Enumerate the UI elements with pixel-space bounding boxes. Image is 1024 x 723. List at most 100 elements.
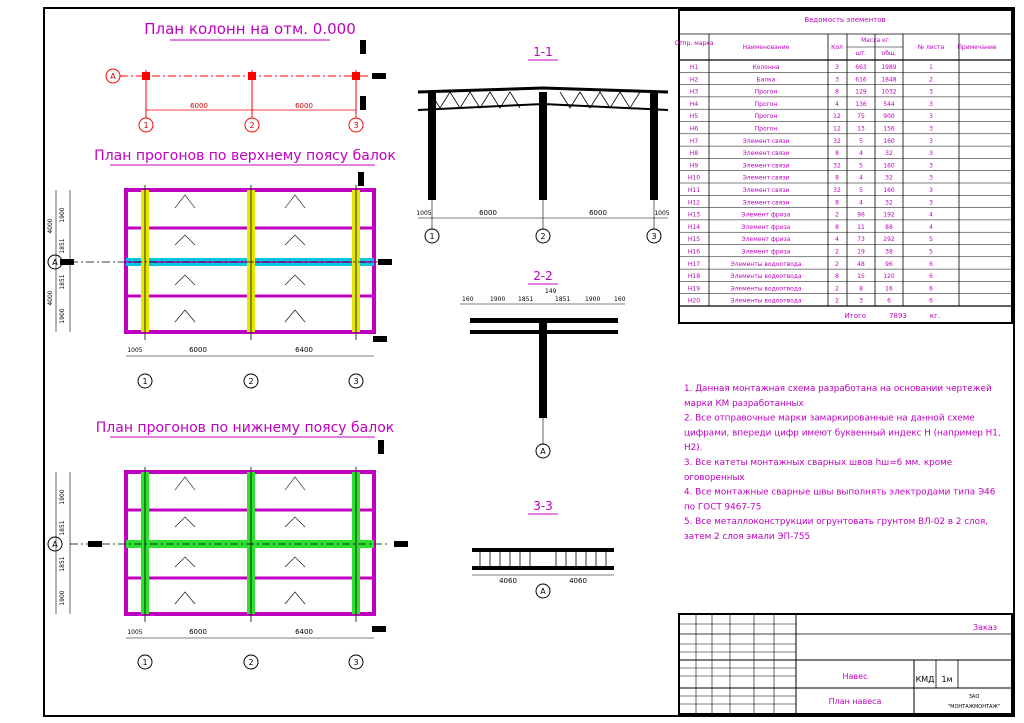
cell-total: 160 bbox=[883, 162, 895, 169]
dim-4060: 4060 bbox=[499, 577, 517, 585]
cell-sheet: 3 bbox=[929, 138, 933, 145]
cell-total: 32 bbox=[885, 150, 893, 157]
note-line: цифрами, впереди цифр имеют буквенный ин… bbox=[684, 428, 1001, 438]
dim-1900: 1900 bbox=[490, 296, 505, 303]
plan-upper-title: План прогонов по верхнему поясу балок bbox=[94, 148, 396, 164]
cell-qty: 2 bbox=[835, 249, 839, 256]
cell-qty: 8 bbox=[835, 150, 839, 157]
axis-2-label: 2 bbox=[540, 232, 545, 241]
cell-sheet: 3 bbox=[929, 162, 933, 169]
dim-1900: 1900 bbox=[59, 308, 66, 323]
table-title: Ведомость элементов bbox=[804, 16, 885, 24]
cell-unit: 4 bbox=[859, 150, 863, 157]
cell-unit: 11 bbox=[857, 224, 865, 231]
cell-qty: 8 bbox=[835, 89, 839, 96]
cell-unit: 19 bbox=[857, 249, 865, 256]
cell-unit: 5 bbox=[859, 162, 863, 169]
cell-total: 160 bbox=[883, 138, 895, 145]
cell-name: Элемент связи bbox=[743, 199, 790, 206]
note-line: 1. Данная монтажная схема разработана на… bbox=[684, 384, 992, 394]
cell-total: 292 bbox=[883, 236, 895, 243]
section-11-title: 1-1 bbox=[533, 45, 553, 59]
dim-6000: 6000 bbox=[589, 209, 607, 217]
section-1-1: 1-1 6000 6000 1005 1005 1 2 3 bbox=[416, 45, 670, 244]
cell-mark: Н1 bbox=[690, 64, 699, 71]
title-block: Заказ Навес План навеса КМД 1м ЗАО "МОНТ… bbox=[678, 613, 1013, 715]
cell-qty: 12 bbox=[833, 113, 841, 120]
cell-sheet: 6 bbox=[929, 261, 933, 268]
cell-name: Элементы водоотвода bbox=[730, 285, 802, 292]
cell-qty: 2 bbox=[835, 298, 839, 305]
dim-149: 149 bbox=[545, 288, 557, 295]
cell-qty: 4 bbox=[835, 101, 839, 108]
cell-qty: 8 bbox=[835, 199, 839, 206]
cell-total: 156 bbox=[883, 126, 895, 133]
axis-a-label: A bbox=[52, 540, 58, 549]
cell-name: Элемент связи bbox=[743, 187, 790, 194]
cell-total: 900 bbox=[883, 113, 895, 120]
cell-total: 32 bbox=[885, 199, 893, 206]
cell-sheet: 5 bbox=[929, 236, 933, 243]
cell-qty: 12 bbox=[833, 126, 841, 133]
stamp-object: Навес bbox=[843, 672, 868, 681]
dim-6400: 6400 bbox=[295, 628, 313, 636]
dim-1005: 1005 bbox=[127, 629, 142, 636]
dim-6000: 6000 bbox=[295, 102, 313, 110]
axis-a-label: A bbox=[52, 258, 58, 267]
cell-total: 6 bbox=[887, 298, 891, 305]
cell-name: Элемент фриза bbox=[742, 236, 791, 243]
cell-unit: 8 bbox=[859, 285, 863, 292]
axis-a-label: A bbox=[110, 72, 116, 81]
section-3-3: 3-3 4060 4060 A bbox=[472, 499, 614, 599]
cell-qty: 2 bbox=[835, 212, 839, 219]
cell-name: Элемент фриза bbox=[742, 249, 791, 256]
cell-total: 1989 bbox=[881, 64, 896, 71]
plan-upper: План прогонов по верхнему поясу балок 19… bbox=[47, 148, 396, 389]
dim-1900: 1900 bbox=[59, 489, 66, 504]
cell-name: Колонна bbox=[753, 64, 780, 71]
cell-total: 16 bbox=[885, 285, 893, 292]
cell-qty: 32 bbox=[833, 162, 841, 169]
cell-total: 192 bbox=[883, 212, 895, 219]
cell-name: Балка bbox=[757, 76, 776, 83]
cell-mark: Н6 bbox=[690, 126, 699, 133]
note-line: 5. Все металлоконструкции огрунтовать гр… bbox=[684, 517, 988, 527]
note-line: оговоренных bbox=[684, 473, 745, 483]
note-line: 2. Все отправочные марки замаркированные… bbox=[684, 414, 975, 424]
cell-mark: Н15 bbox=[688, 236, 700, 243]
note-line: по ГОСТ 9467-75 bbox=[684, 502, 761, 512]
cell-total: 1032 bbox=[881, 89, 896, 96]
section-33-title: 3-3 bbox=[533, 499, 553, 513]
cell-total: 544 bbox=[883, 101, 895, 108]
cell-unit: 15 bbox=[857, 273, 865, 280]
stamp-order: Заказ bbox=[973, 623, 997, 632]
elements-table: Ведомость элементов Отпр. марка Наименов… bbox=[674, 9, 1013, 324]
cell-qty: 8 bbox=[835, 224, 839, 231]
col-qty-header: Кол bbox=[831, 44, 843, 51]
cell-sheet: 3 bbox=[929, 89, 933, 96]
cell-mark: Н3 bbox=[690, 89, 699, 96]
sheet-frame bbox=[43, 7, 1015, 717]
cell-qty: 2 bbox=[835, 285, 839, 292]
dim-6400: 6400 bbox=[295, 346, 313, 354]
cell-name: Элементы водоотвода bbox=[730, 273, 802, 280]
stamp-sheet-no: 1м bbox=[941, 675, 952, 684]
cell-total: 120 bbox=[883, 273, 895, 280]
dim-1851: 1851 bbox=[555, 296, 570, 303]
col-mark-header: Отпр. марка bbox=[674, 40, 713, 47]
cell-mark: Н13 bbox=[688, 212, 700, 219]
cell-sheet: 1 bbox=[929, 64, 933, 71]
col-mass-unit-header: шт. bbox=[856, 50, 867, 57]
cell-qty: 32 bbox=[833, 187, 841, 194]
stamp-org-short: ЗАО bbox=[969, 694, 980, 700]
dim-1851: 1851 bbox=[518, 296, 533, 303]
cell-qty: 4 bbox=[835, 236, 839, 243]
